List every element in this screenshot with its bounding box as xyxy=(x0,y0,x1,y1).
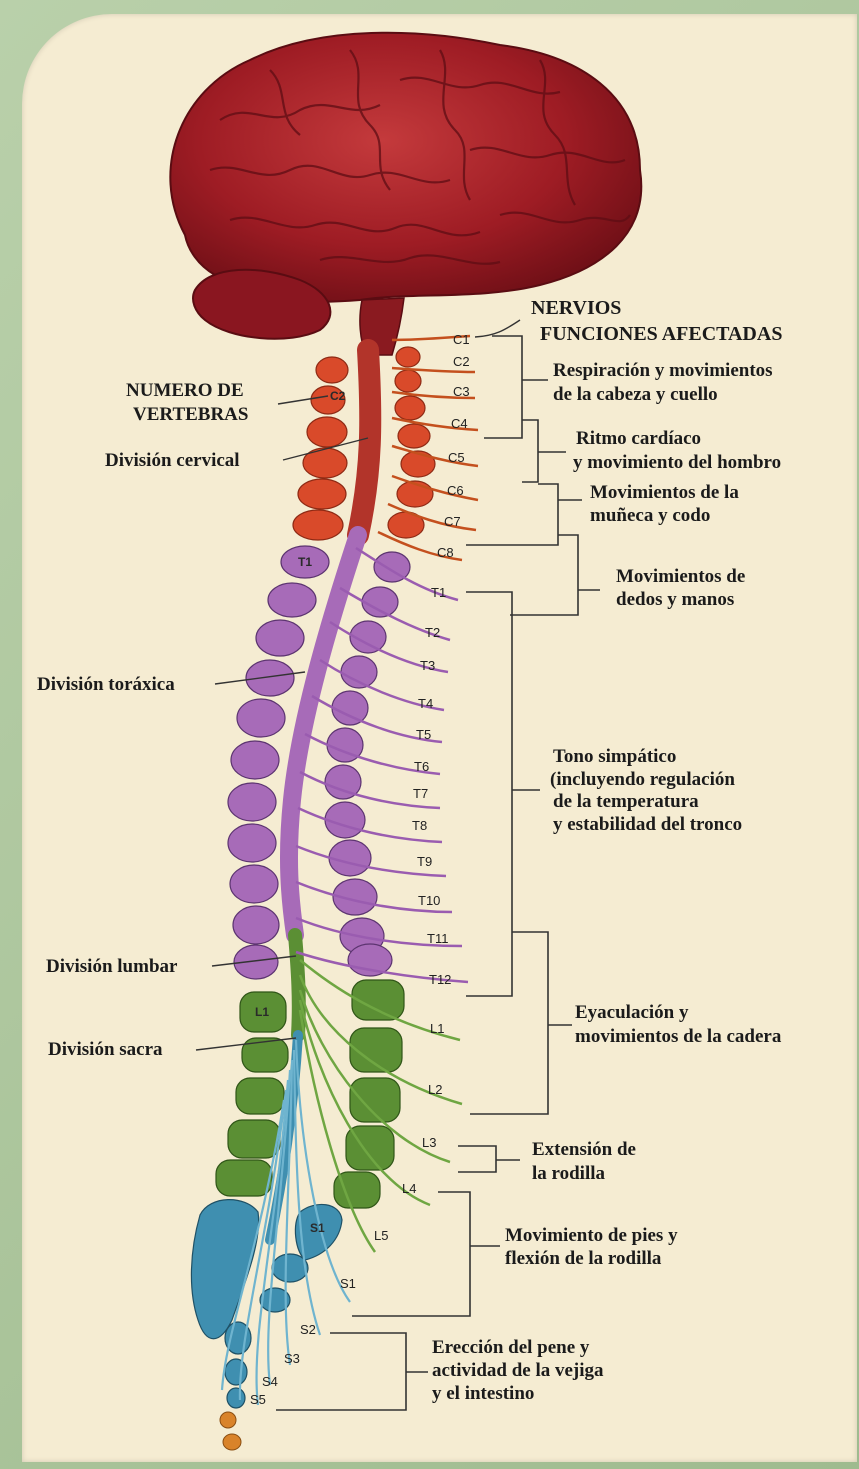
lumbar-vertebrae-left xyxy=(216,992,288,1196)
nerve-label-l1: L1 xyxy=(430,1021,444,1036)
nerve-label-t10: T10 xyxy=(418,893,440,908)
nerve-label-c8: C8 xyxy=(437,545,454,560)
nerve-label-t1: T1 xyxy=(431,585,446,600)
function-4-line1: Movimientos de xyxy=(616,566,745,587)
funciones-header: FUNCIONES AFECTADAS xyxy=(540,323,782,345)
division-cervical-label: División cervical xyxy=(105,450,240,471)
function-7-line1: Extensión de xyxy=(532,1139,636,1160)
nerve-label-t11: T11 xyxy=(427,931,448,946)
nerve-label-t5: T5 xyxy=(416,727,431,742)
function-1-line1: Respiración y movimientos xyxy=(553,360,773,381)
function-5-line3: de la temperatura xyxy=(553,791,699,812)
nerve-label-l2: L2 xyxy=(428,1082,442,1097)
nerve-label-c1: C1 xyxy=(453,332,470,347)
nervios-pointer xyxy=(475,320,520,337)
numero-label-line2: VERTEBRAS xyxy=(133,404,248,425)
nerve-label-c7: C7 xyxy=(444,514,461,529)
nerve-label-c4: C4 xyxy=(451,416,468,431)
function-1-line2: de la cabeza y cuello xyxy=(553,384,718,405)
function-7-line2: la rodilla xyxy=(532,1163,606,1184)
vertebra-label-c2: C2 xyxy=(330,389,346,403)
function-5-line2: (incluyendo regulación xyxy=(550,769,735,790)
coccyx xyxy=(220,1412,241,1450)
cervical-vertebrae-right xyxy=(388,347,435,538)
nerve-label-s1: S1 xyxy=(340,1276,356,1291)
function-2-line2: y movimiento del hombro xyxy=(573,452,781,473)
function-9-line1: Erección del pene y xyxy=(432,1337,590,1358)
nerve-label-c2: C2 xyxy=(453,354,470,369)
vertebra-label-l1: L1 xyxy=(255,1005,269,1019)
function-6-line1: Eyaculación y xyxy=(575,1002,689,1023)
function-9-line2: actividad de la vejiga xyxy=(432,1360,604,1381)
nerve-label-s4: S4 xyxy=(262,1374,278,1389)
nerve-label-t9: T9 xyxy=(417,854,432,869)
function-8-line2: flexión de la rodilla xyxy=(505,1248,662,1269)
vertebra-label-t1: T1 xyxy=(298,555,312,569)
function-2-line1: Ritmo cardíaco xyxy=(576,428,701,449)
function-9-line3: y el intestino xyxy=(432,1383,534,1404)
nerve-label-c6: C6 xyxy=(447,483,464,498)
nerve-label-c5: C5 xyxy=(448,450,465,465)
nerve-label-l5: L5 xyxy=(374,1228,388,1243)
thoracic-vertebrae-left xyxy=(228,546,329,979)
nerve-label-s3: S3 xyxy=(284,1351,300,1366)
vertebra-label-s1: S1 xyxy=(310,1221,325,1235)
nerve-label-s5: S5 xyxy=(250,1392,266,1407)
division-toraxica-label: División toráxica xyxy=(37,674,175,695)
function-5-line1: Tono simpático xyxy=(553,746,676,767)
nerve-label-t6: T6 xyxy=(414,759,429,774)
nerve-label-t12: T12 xyxy=(429,972,451,987)
nerve-label-t7: T7 xyxy=(413,786,428,801)
function-3-line2: muñeca y codo xyxy=(590,505,710,526)
cervical-vertebrae-left xyxy=(293,357,348,540)
division-lumbar-label: División lumbar xyxy=(46,956,178,977)
function-5-line4: y estabilidad del tronco xyxy=(553,814,742,835)
nerve-label-t2: T2 xyxy=(425,625,440,640)
function-8-line1: Movimiento de pies y xyxy=(505,1225,678,1246)
function-6-line2: movimientos de la cadera xyxy=(575,1026,782,1047)
nervios-header: NERVIOS xyxy=(531,297,621,319)
sacrum-left xyxy=(191,1200,258,1408)
lumbar-vertebrae-right xyxy=(334,980,404,1208)
numero-label-line1: NUMERO DE xyxy=(126,380,244,401)
function-3-line1: Movimientos de la xyxy=(590,482,739,503)
nerve-label-t8: T8 xyxy=(412,818,427,833)
nerve-label-s2: S2 xyxy=(300,1322,316,1337)
function-4-line2: dedos y manos xyxy=(616,589,734,610)
nerve-label-c3: C3 xyxy=(453,384,470,399)
nerve-label-t4: T4 xyxy=(418,696,433,711)
nerve-label-l4: L4 xyxy=(402,1181,416,1196)
division-sacra-label: División sacra xyxy=(48,1039,163,1060)
nerve-label-t3: T3 xyxy=(420,658,435,673)
nerve-label-l3: L3 xyxy=(422,1135,436,1150)
